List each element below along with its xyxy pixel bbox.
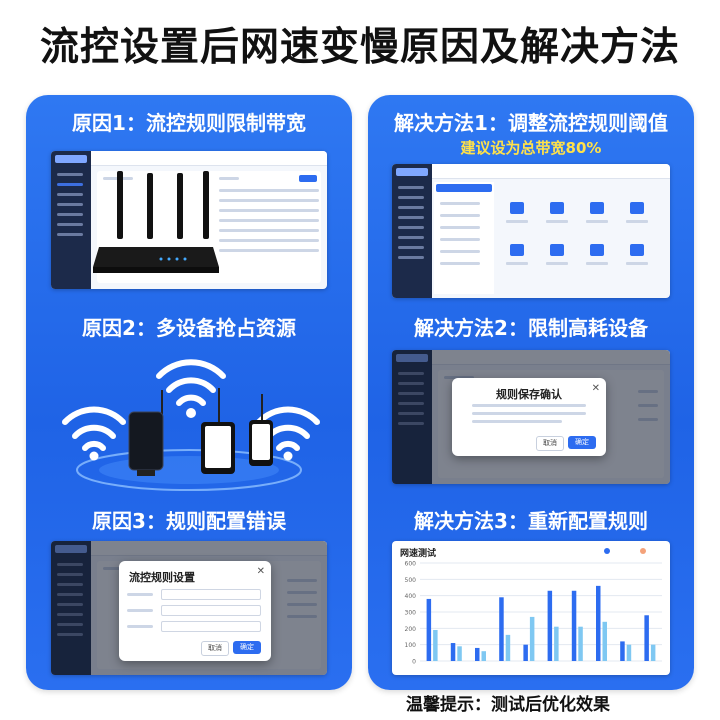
bar-series-1-6 [547, 590, 553, 661]
y-tick-label: 200 [405, 626, 417, 633]
router-image [93, 171, 219, 273]
bar-series-2-8 [602, 621, 607, 661]
solution3-heading: 解决方法3：重新配置规则 [414, 509, 648, 533]
save-confirm-dialog: 规则保存确认 ✕ 取消 确定 [452, 378, 606, 456]
bar-series-1-9 [620, 641, 625, 661]
legend-swatch-2 [640, 548, 646, 554]
flow-threshold-screenshot [392, 164, 670, 298]
legend-swatch-1 [604, 548, 610, 554]
bar-series-2-7 [578, 626, 583, 661]
wifi-icon [156, 359, 226, 406]
bar-series-2-3 [481, 651, 486, 661]
bar-series-2-6 [554, 626, 559, 661]
footer-tip: 温馨提示：测试后优化效果 [406, 695, 610, 715]
speed-test-card: 网速测试 0 100 200 300 400 500 600 [392, 541, 670, 675]
bar-series-1-5 [523, 644, 528, 661]
dialog-title: 流控规则设置 [129, 571, 195, 584]
solution2-heading: 解决方法2：限制高耗设备 [414, 316, 648, 340]
router-admin-screenshot [51, 151, 327, 289]
cancel-button[interactable]: 取消 [201, 641, 229, 656]
rule-config-screenshot: 流控规则设置 ✕ 取消 确定 [51, 541, 327, 675]
bar-series-1-4 [499, 597, 504, 661]
rule-field-3[interactable] [161, 621, 261, 632]
solutions-panel: 解决方法1：调整流控规则阈值 建议设为总带宽80% 解决方法 [368, 95, 694, 690]
solution1-heading: 解决方法1：调整流控规则阈值 [394, 111, 668, 135]
reason1-heading: 原因1：流控规则限制带宽 [72, 111, 306, 135]
y-tick-label: 400 [405, 593, 417, 600]
bar-series-1-3 [475, 647, 480, 661]
rule-settings-dialog: 流控规则设置 ✕ 取消 确定 [119, 561, 271, 661]
feature-icon-grid [506, 202, 648, 265]
bar-series-2-1 [433, 629, 438, 661]
limit-device-screenshot: 规则保存确认 ✕ 取消 确定 [392, 350, 670, 484]
solution1-subheading: 建议设为总带宽80% [460, 139, 602, 157]
reason2-heading: 原因2：多设备抢占资源 [82, 316, 296, 340]
close-icon[interactable]: ✕ [591, 383, 600, 394]
confirm-button[interactable]: 确定 [568, 436, 596, 449]
reasons-panel: 原因1：流控规则限制带宽 原因2：多设备抢占资源 [26, 95, 352, 690]
chart-title: 网速测试 [400, 549, 437, 559]
y-tick-label: 500 [405, 577, 417, 584]
bar-series-1-1 [426, 598, 432, 661]
bar-series-2-9 [626, 644, 632, 661]
dialog-title: 规则保存确认 [496, 388, 562, 401]
bar-series-2-10 [650, 644, 656, 661]
page-title: 流控设置后网速变慢原因及解决方法 [39, 25, 680, 70]
reason3-heading: 原因3：规则配置错误 [92, 509, 286, 533]
bar-series-2-4 [505, 634, 511, 661]
devices-wifi-illustration [62, 359, 320, 491]
confirm-button[interactable]: 确定 [233, 641, 261, 654]
cancel-button[interactable]: 取消 [536, 436, 564, 451]
y-tick-label: 300 [405, 610, 417, 617]
bar-series-1-10 [644, 615, 649, 661]
bar-series-1-7 [571, 590, 577, 661]
close-icon[interactable]: ✕ [256, 566, 265, 577]
bar-series-2-2 [457, 646, 462, 661]
y-tick-label: 0 [412, 659, 416, 666]
bar-series-2-5 [529, 616, 535, 661]
bar-series-1-8 [596, 585, 601, 661]
speed-test-chart: 0 100 200 300 400 500 600 [405, 561, 662, 666]
y-tick-label: 600 [405, 561, 417, 568]
y-tick-label: 100 [405, 642, 417, 649]
rule-field-2[interactable] [161, 605, 261, 616]
bar-series-1-2 [450, 643, 456, 661]
rule-field-1[interactable] [161, 589, 261, 600]
